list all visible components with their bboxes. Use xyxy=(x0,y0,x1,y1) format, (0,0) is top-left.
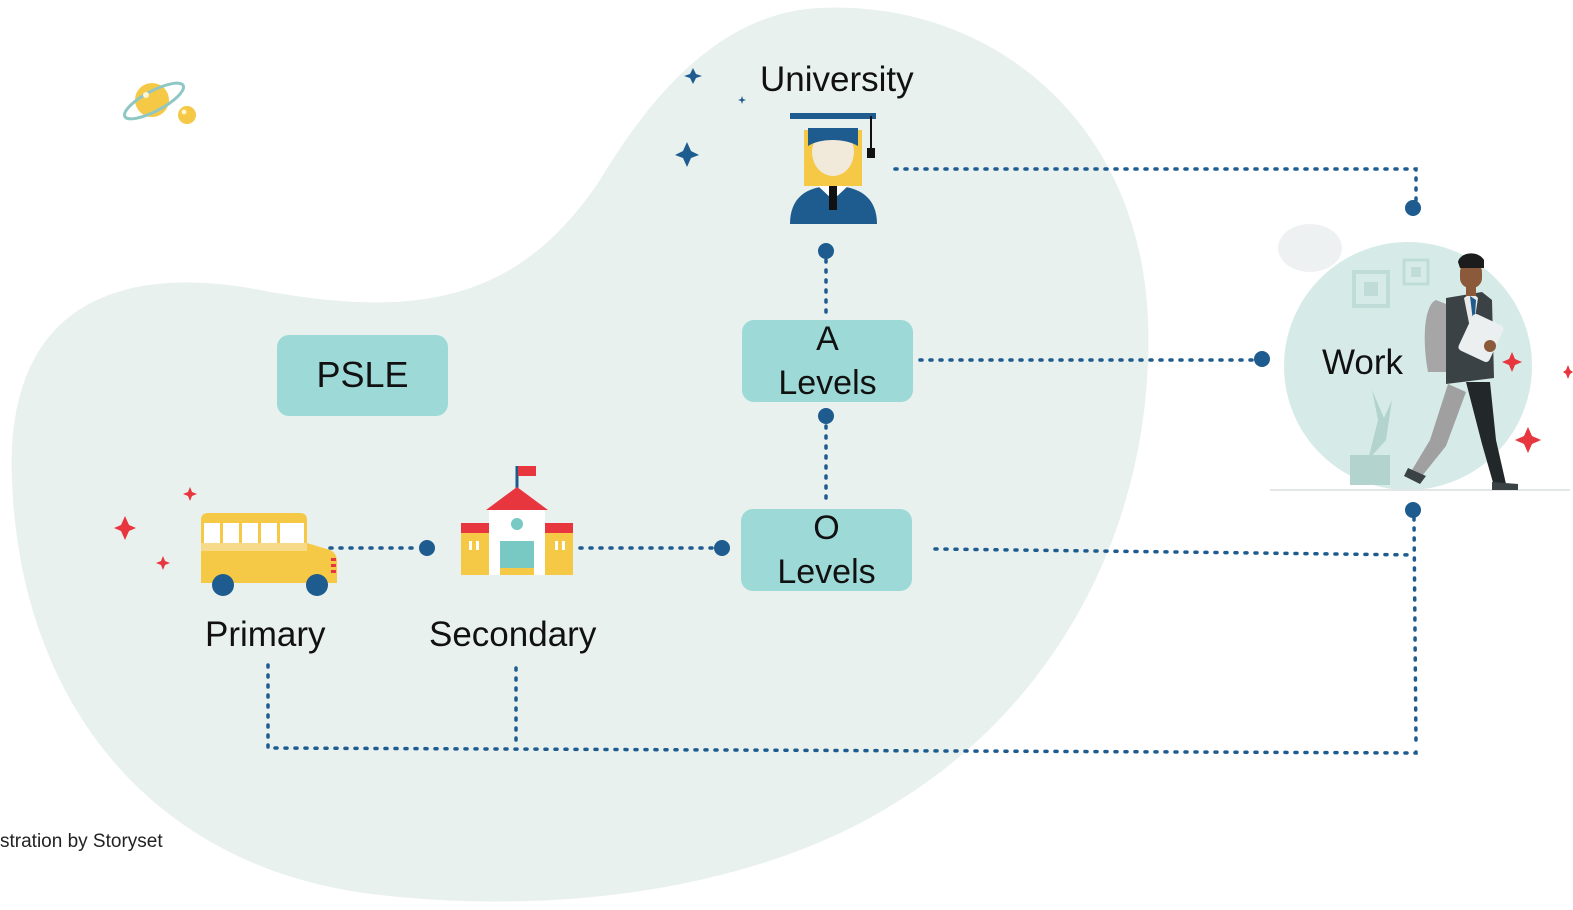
connector-o-levels-to-work xyxy=(933,547,1416,557)
dot-work-bottom xyxy=(1405,502,1421,518)
school-building-icon xyxy=(461,466,573,575)
secondary-label: Secondary xyxy=(429,615,597,654)
a-levels-label-line1: A xyxy=(816,319,839,358)
o-levels-label-line1: O xyxy=(813,508,840,547)
background-blob xyxy=(11,7,1149,902)
dot-o-levels-top xyxy=(818,408,834,424)
connector-university-to-work xyxy=(893,167,1418,202)
connector-bottom xyxy=(266,663,1418,755)
university-label: University xyxy=(760,60,914,99)
psle-box[interactable]: PSLE xyxy=(277,335,448,416)
a-levels-box[interactable]: A Levels xyxy=(742,320,913,402)
connectors xyxy=(266,167,1418,755)
person-walking-icon xyxy=(1350,253,1518,490)
work-label: Work xyxy=(1322,343,1404,382)
psle-label: PSLE xyxy=(316,354,409,396)
connector-work-down xyxy=(1412,516,1418,747)
dot-o-levels-left xyxy=(714,540,730,556)
primary-label: Primary xyxy=(205,615,326,654)
o-levels-label-line2: Levels xyxy=(777,553,876,591)
dot-secondary-left xyxy=(419,540,435,556)
school-bus-icon xyxy=(201,513,337,596)
a-levels-label-line2: Levels xyxy=(778,364,877,402)
planet-icon xyxy=(122,81,196,124)
sparkle-icon xyxy=(114,68,1573,570)
dot-work-left xyxy=(1254,351,1270,367)
connector-dots xyxy=(419,200,1421,556)
o-levels-box[interactable]: O Levels xyxy=(741,509,912,591)
illustration-credit: stration by Storyset xyxy=(0,831,163,852)
dot-work-top xyxy=(1405,200,1421,216)
dot-university-bottom xyxy=(818,243,834,259)
graduate-icon xyxy=(790,113,877,224)
